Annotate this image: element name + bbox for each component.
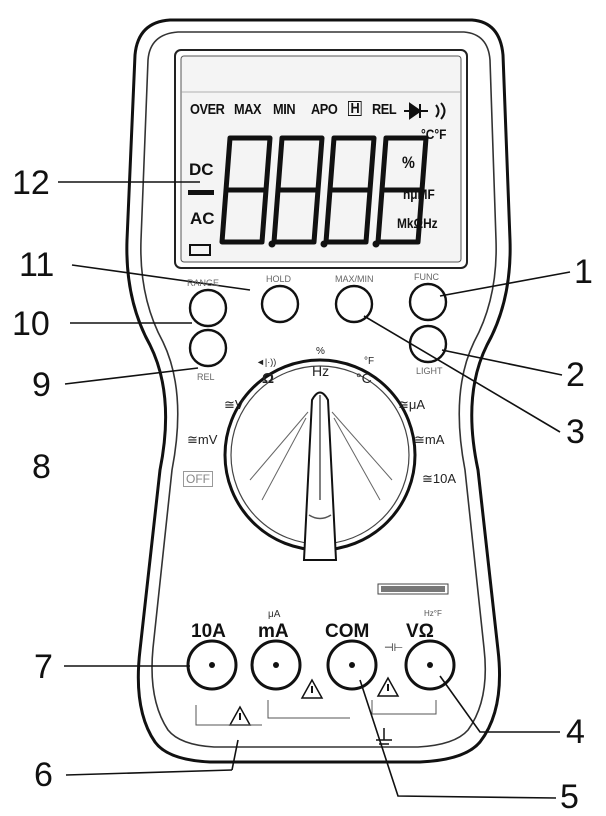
jack-10a[interactable] — [188, 641, 236, 689]
dial-ma-label: ≅mA — [414, 432, 445, 447]
callout-8: 8 — [32, 448, 51, 486]
lcd-annunciator-hold: H — [348, 101, 362, 116]
dial-hz-label: Hz — [312, 363, 330, 379]
callout-line-6b — [231, 739, 239, 771]
func-button-label: FUNC — [414, 272, 439, 282]
hold-button-shape — [260, 284, 300, 324]
lcd-unit-freq: MkΩHz — [397, 215, 438, 231]
buttons — [188, 282, 448, 368]
lcd-unit-temp: °C°F — [421, 126, 447, 142]
callout-11: 11 — [19, 246, 55, 284]
rel-button-shape — [188, 328, 228, 368]
callout-5: 5 — [560, 778, 579, 816]
callout-line-4 — [439, 675, 560, 733]
callout-2: 2 — [566, 356, 585, 394]
lcd-annunciator-rel: REL — [372, 101, 397, 118]
dial-tempc-label: °C — [356, 370, 372, 386]
callout-line-11 — [71, 264, 251, 291]
range-button-shape — [188, 288, 228, 328]
lcd-unit-percent: % — [402, 153, 415, 172]
maxmin-button-label: MAX/MIN — [335, 274, 374, 284]
dial-10a-label: ≅10A — [422, 471, 457, 486]
jack-ma-label: mA — [258, 621, 289, 642]
dial-ua-label: ≅μA — [398, 397, 426, 412]
callout-6: 6 — [34, 756, 53, 794]
jack-10a-label: 10A — [191, 621, 226, 642]
jack-com-label: COM — [325, 621, 370, 642]
hold-button[interactable] — [262, 286, 298, 322]
battery-icon — [189, 244, 211, 256]
lcd-minus — [188, 190, 214, 195]
callout-9: 9 — [32, 366, 51, 404]
light-button[interactable] — [410, 326, 446, 362]
callout-lines — [58, 181, 571, 799]
callout-line-1 — [439, 271, 571, 297]
jack-ma[interactable] — [252, 641, 300, 689]
jack-cap-symbol: ⊣⊢ — [384, 642, 404, 654]
lcd-digits — [219, 135, 429, 245]
jack-vohm-label: VΩ — [406, 621, 434, 642]
rel-button-label: REL — [197, 372, 215, 382]
callout-line-2 — [441, 349, 563, 376]
maxmin-button[interactable] — [336, 286, 372, 322]
func-button[interactable] — [410, 284, 446, 320]
callout-7: 7 — [34, 648, 53, 686]
jack-brackets — [195, 700, 437, 726]
dial-v-label: ≅V — [224, 397, 244, 412]
callout-3: 3 — [566, 413, 585, 451]
lcd-decimal-points — [268, 240, 380, 248]
jack-vohm-top-label: Hz°F — [424, 609, 442, 618]
lcd-dc-label: DC — [189, 160, 214, 179]
callout-4: 4 — [566, 713, 585, 751]
range-button-label: RANGE — [187, 278, 220, 288]
callout-1: 1 — [574, 253, 593, 291]
logo-strip — [377, 583, 449, 595]
callout-line-9 — [64, 367, 199, 385]
maxmin-button-shape — [334, 284, 374, 324]
lcd-annunciator-max: MAX — [234, 101, 262, 118]
dial-pct-label: % — [316, 346, 325, 357]
jack-ua-label: μA — [268, 609, 281, 620]
dial-diode-label: ◄|·)) — [256, 357, 277, 367]
diode-continuity-icon — [404, 102, 446, 120]
callout-line-6 — [65, 769, 233, 776]
rel-button[interactable] — [190, 330, 226, 366]
callout-line-3 — [363, 315, 561, 433]
hold-button-label: HOLD — [266, 274, 292, 284]
dial-rays — [249, 411, 393, 501]
lcd-unit-cap: nμMF — [403, 186, 435, 202]
lcd-annunciator-apo: APO — [311, 101, 338, 118]
callout-line-5 — [359, 679, 557, 799]
lcd-annunciator-min: MIN — [273, 101, 296, 118]
lcd-bezel — [174, 49, 468, 269]
jack-vohm[interactable] — [406, 641, 454, 689]
dial-off-label: OFF — [183, 471, 213, 487]
lcd-annunciator-over: OVER — [190, 101, 225, 118]
lcd-ac-label: AC — [190, 209, 215, 228]
callout-12: 12 — [12, 164, 50, 202]
range-button[interactable] — [190, 290, 226, 326]
light-button-label: LIGHT — [416, 366, 443, 376]
jack-com[interactable] — [328, 641, 376, 689]
rotary-dial[interactable] — [225, 360, 415, 550]
dial-tempf-label: °F — [364, 356, 375, 367]
dial-ohm-label: Ω — [262, 370, 275, 387]
callout-10: 10 — [12, 305, 50, 343]
func-button-shape — [408, 282, 448, 322]
dial-mv-label: ≅mV — [187, 432, 218, 447]
